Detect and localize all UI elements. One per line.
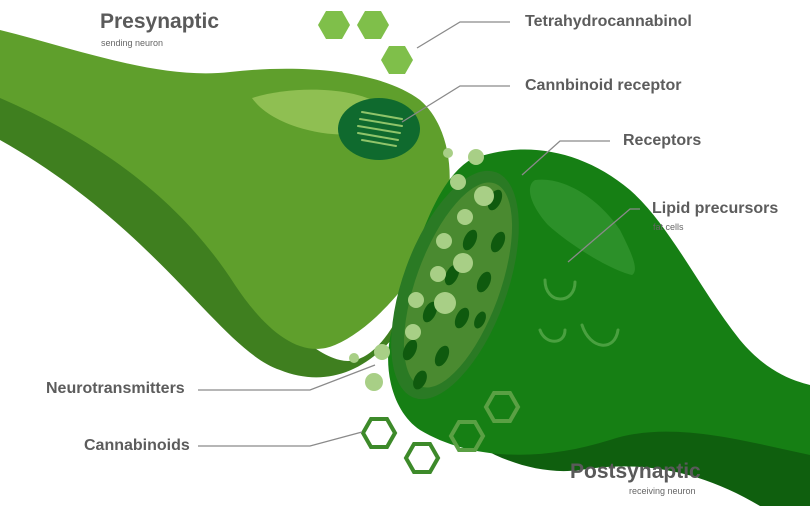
label-thc: Tetrahydrocannabinol bbox=[525, 13, 692, 30]
neurotransmitter-particle bbox=[453, 253, 473, 273]
filled-hexagon-icon bbox=[357, 11, 389, 39]
leader-line-cannabinoids bbox=[198, 431, 363, 447]
receptor-cavity bbox=[454, 307, 470, 329]
leader-lines bbox=[198, 21, 640, 447]
receptor-cavity bbox=[422, 301, 438, 323]
neurotransmitter-particle bbox=[436, 233, 452, 249]
outlined-hexagon-icon bbox=[448, 420, 486, 452]
leader-line-receptors bbox=[521, 140, 610, 176]
receptor-cavity bbox=[434, 345, 450, 367]
filled-hexagon-icon bbox=[318, 11, 350, 39]
receptor-cavity bbox=[402, 339, 418, 361]
receptor-cavity bbox=[476, 271, 492, 293]
neurotransmitter-particle bbox=[365, 373, 383, 391]
neurotransmitter-particle bbox=[434, 292, 456, 314]
outlined-hexagon-icon bbox=[483, 391, 521, 423]
receptor-cavities bbox=[402, 189, 506, 390]
label-neurotransmitters: Neurotransmitters bbox=[46, 380, 185, 397]
label-receptors: Receptors bbox=[623, 132, 702, 149]
neurotransmitters bbox=[349, 148, 494, 391]
cannabinoid-receptor bbox=[338, 98, 420, 160]
receptor-cavity bbox=[413, 370, 427, 390]
filled-hexagon-icon bbox=[381, 46, 413, 74]
receptor-cavity bbox=[462, 229, 478, 251]
label-lipid-precursors: Lipid precursors bbox=[652, 200, 779, 217]
outlined-hexagon-icon bbox=[403, 442, 441, 474]
leader-line-lipid bbox=[567, 208, 640, 263]
label-cannabinoid-receptor: Cannbinoid receptor bbox=[525, 77, 682, 94]
thc-molecules bbox=[318, 11, 413, 74]
u-shape-icon bbox=[543, 278, 577, 301]
neurotransmitter-particle bbox=[408, 292, 424, 308]
postsynaptic-title: Postsynaptic bbox=[570, 460, 701, 483]
leader-line-neurotransmitters bbox=[198, 364, 376, 391]
presynaptic-neuron bbox=[0, 30, 450, 378]
u-shape-icon bbox=[538, 328, 567, 343]
leader-line-cb-receptor bbox=[401, 85, 510, 123]
neurotransmitter-particle bbox=[443, 148, 453, 158]
presynaptic-subtitle: sending neuron bbox=[101, 38, 164, 48]
neurotransmitter-particle bbox=[457, 209, 473, 225]
neurotransmitter-particle bbox=[430, 266, 446, 282]
u-shape-icon bbox=[580, 323, 620, 347]
postsynaptic-neuron bbox=[388, 149, 810, 506]
outlined-hexagon-icon bbox=[360, 417, 398, 449]
receptor-cavity bbox=[444, 264, 460, 286]
presynaptic-title: Presynaptic bbox=[100, 10, 220, 33]
receptor-cavity bbox=[490, 231, 506, 253]
neurotransmitter-particle bbox=[468, 149, 484, 165]
neurotransmitter-particle bbox=[474, 186, 494, 206]
neurotransmitter-particle bbox=[405, 324, 421, 340]
lipid-precursors bbox=[538, 278, 620, 347]
receptor-membrane-inner bbox=[403, 182, 513, 388]
postsynaptic-highlight bbox=[529, 179, 635, 275]
postsynaptic-subtitle: receiving neuron bbox=[629, 486, 696, 496]
label-cannabinoids: Cannabinoids bbox=[84, 437, 190, 454]
receptor-cavity bbox=[474, 311, 486, 329]
leader-line-thc bbox=[416, 21, 510, 49]
label-lipid-subtitle: fat cells bbox=[653, 222, 684, 232]
neurotransmitter-particle bbox=[450, 174, 466, 190]
neurotransmitter-particle bbox=[374, 344, 390, 360]
neurotransmitter-particle bbox=[349, 353, 359, 363]
cannabinoid-molecules bbox=[360, 391, 521, 474]
